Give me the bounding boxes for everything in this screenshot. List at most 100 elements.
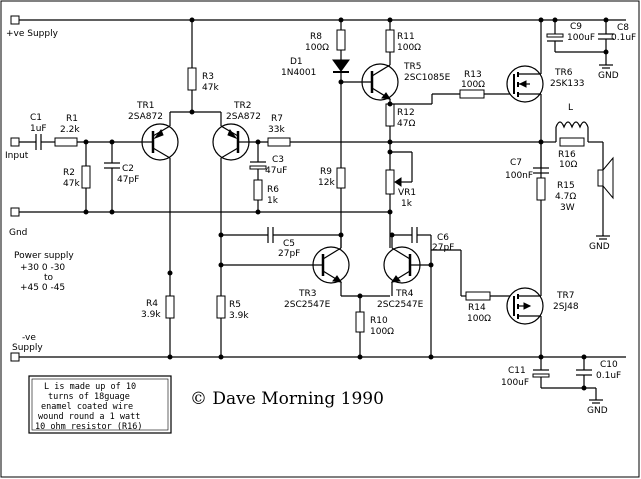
svg-text:R10: R10 bbox=[370, 316, 388, 326]
svg-text:2SJ48: 2SJ48 bbox=[553, 302, 579, 312]
svg-text:2SA872: 2SA872 bbox=[226, 112, 261, 122]
resistor-r6: R6 1k bbox=[253, 179, 279, 212]
resistor-r14: R14 100Ω bbox=[431, 249, 510, 324]
svg-text:TR3: TR3 bbox=[298, 289, 316, 299]
svg-text:wound round a 1 watt: wound round a 1 watt bbox=[38, 412, 140, 422]
svg-text:100Ω: 100Ω bbox=[461, 80, 485, 90]
input-label: Input bbox=[5, 151, 29, 161]
positive-rail bbox=[10, 15, 626, 25]
capacitor-c8: C8 0.1uF bbox=[598, 20, 636, 65]
svg-text:R9: R9 bbox=[320, 167, 332, 177]
svg-text:47pF: 47pF bbox=[117, 175, 139, 185]
capacitor-c7: C7 100nF bbox=[505, 142, 549, 181]
svg-text:3W: 3W bbox=[560, 203, 575, 213]
svg-text:C8: C8 bbox=[617, 23, 629, 33]
svg-text:R5: R5 bbox=[229, 300, 241, 310]
capacitor-c11: C11 100uF bbox=[501, 357, 550, 388]
svg-text:TR4: TR4 bbox=[395, 289, 414, 299]
ground-symbol-speaker: GND bbox=[589, 235, 610, 252]
svg-text:100Ω: 100Ω bbox=[397, 43, 421, 53]
svg-text:R1: R1 bbox=[66, 114, 78, 124]
svg-text:10Ω: 10Ω bbox=[559, 160, 577, 170]
capacitor-c1: C1 1uF bbox=[30, 113, 55, 150]
capacitor-c10: C10 0.1uF bbox=[576, 357, 621, 388]
pos-supply-label: +ve Supply bbox=[6, 29, 59, 39]
svg-text:2SC1085E: 2SC1085E bbox=[404, 73, 451, 83]
svg-text:100Ω: 100Ω bbox=[370, 327, 394, 337]
resistor-r4: R4 3.9k bbox=[141, 295, 175, 320]
svg-text:R4: R4 bbox=[146, 299, 158, 309]
resistor-r13: R13 100Ω bbox=[390, 70, 510, 105]
svg-text:100uF: 100uF bbox=[501, 378, 529, 388]
ground-line-left bbox=[10, 207, 390, 217]
svg-text:L: L bbox=[568, 103, 573, 113]
svg-text:R3: R3 bbox=[202, 72, 214, 82]
speaker-icon bbox=[597, 142, 614, 236]
svg-text:VR1: VR1 bbox=[398, 188, 416, 198]
resistor-r2: R2 47k bbox=[63, 142, 91, 212]
svg-text:GND: GND bbox=[589, 242, 610, 252]
svg-text:GND: GND bbox=[598, 71, 619, 81]
svg-text:47k: 47k bbox=[63, 179, 80, 189]
svg-text:27pF: 27pF bbox=[432, 243, 454, 253]
svg-text:TR1: TR1 bbox=[136, 101, 154, 111]
transistor-tr7: TR7 2SJ48 bbox=[506, 287, 579, 325]
resistor-r16: R16 10Ω bbox=[558, 137, 585, 170]
svg-text:47k: 47k bbox=[202, 83, 219, 93]
transistor-tr2: TR2 2SA872 bbox=[212, 101, 261, 357]
svg-text:C9: C9 bbox=[570, 22, 582, 32]
resistor-r7: R7 33k bbox=[249, 114, 541, 147]
svg-text:C11: C11 bbox=[508, 366, 526, 376]
svg-text:2.2k: 2.2k bbox=[60, 125, 80, 135]
ground-symbol-bottom: GND bbox=[587, 399, 608, 416]
svg-text:R16: R16 bbox=[558, 150, 576, 160]
svg-text:4.7Ω: 4.7Ω bbox=[555, 192, 576, 202]
svg-text:+45 0 -45: +45 0 -45 bbox=[20, 283, 65, 293]
svg-text:R11: R11 bbox=[397, 32, 415, 42]
resistor-r3: R3 47k bbox=[187, 20, 219, 112]
svg-text:33k: 33k bbox=[268, 125, 285, 135]
resistor-r8: R8 100Ω bbox=[305, 20, 346, 53]
svg-text:R13: R13 bbox=[464, 70, 482, 80]
negative-rail bbox=[10, 352, 626, 362]
svg-text:3.9k: 3.9k bbox=[141, 310, 161, 320]
svg-text:2SC2547E: 2SC2547E bbox=[377, 300, 424, 310]
svg-text:0.1uF: 0.1uF bbox=[596, 371, 621, 381]
svg-text:100nF: 100nF bbox=[505, 171, 533, 181]
diode-d1: D1 1N4001 bbox=[281, 50, 350, 78]
inductor-note-box: L is made up of 10 turns of 18guage enam… bbox=[28, 375, 172, 434]
svg-text:TR6: TR6 bbox=[554, 68, 573, 78]
svg-text:L is made up of 10: L is made up of 10 bbox=[44, 382, 136, 392]
transistor-tr3: TR3 2SC2547E bbox=[221, 246, 350, 310]
svg-text:100Ω: 100Ω bbox=[305, 43, 329, 53]
capacitor-c9: C9 100uF bbox=[546, 20, 595, 52]
resistor-r9: R9 12k bbox=[318, 167, 346, 248]
svg-text:C3: C3 bbox=[272, 155, 284, 165]
svg-text:turns of 18guage: turns of 18guage bbox=[48, 392, 130, 402]
neg-supply-label-1: -ve bbox=[22, 333, 36, 343]
capacitor-c5: C5 27pF bbox=[221, 227, 341, 259]
svg-text:27pF: 27pF bbox=[278, 249, 300, 259]
svg-text:C6: C6 bbox=[437, 233, 449, 243]
svg-text:C10: C10 bbox=[600, 360, 618, 370]
svg-text:1k: 1k bbox=[401, 199, 413, 209]
svg-text:+30 0 -30: +30 0 -30 bbox=[20, 263, 65, 273]
svg-text:C7: C7 bbox=[510, 158, 522, 168]
svg-text:100uF: 100uF bbox=[567, 33, 595, 43]
svg-text:R7: R7 bbox=[271, 114, 283, 124]
svg-text:D1: D1 bbox=[290, 57, 303, 67]
svg-text:R14: R14 bbox=[468, 303, 486, 313]
svg-text:enamel coated wire: enamel coated wire bbox=[41, 402, 133, 412]
svg-text:2SC2547E: 2SC2547E bbox=[284, 300, 331, 310]
svg-text:C1: C1 bbox=[30, 113, 42, 123]
potentiometer-vr1: VR1 1k bbox=[385, 151, 416, 248]
resistor-r12: R12 47Ω bbox=[385, 103, 415, 170]
transistor-tr6: TR6 2SK133 bbox=[506, 65, 585, 103]
svg-text:TR7: TR7 bbox=[556, 291, 574, 301]
svg-text:GND: GND bbox=[587, 406, 608, 416]
capacitor-c2: C2 47pF bbox=[104, 142, 139, 212]
resistor-r10: R10 100Ω bbox=[355, 296, 394, 357]
resistor-r5: R5 3.9k bbox=[216, 295, 249, 321]
